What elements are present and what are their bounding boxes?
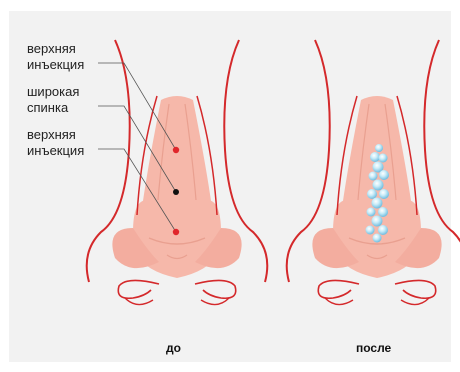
injection-dot-upper — [173, 147, 179, 153]
caption-before: до — [166, 341, 181, 355]
label-line: спинка — [27, 100, 79, 116]
label-line: инъекция — [27, 57, 84, 73]
label-line: верхняя — [27, 41, 84, 57]
label-upper-injection-2: верхняя инъекция — [27, 127, 84, 159]
label-line: верхняя — [27, 127, 84, 143]
label-line: широкая — [27, 84, 79, 100]
nose-before — [87, 40, 268, 305]
bridge-dot — [173, 189, 179, 195]
label-upper-injection-1: верхняя инъекция — [27, 41, 84, 73]
label-wide-bridge: широкая спинка — [27, 84, 79, 116]
injection-dot-lower — [173, 229, 179, 235]
caption-after: после — [356, 341, 391, 355]
label-line: инъекция — [27, 143, 84, 159]
